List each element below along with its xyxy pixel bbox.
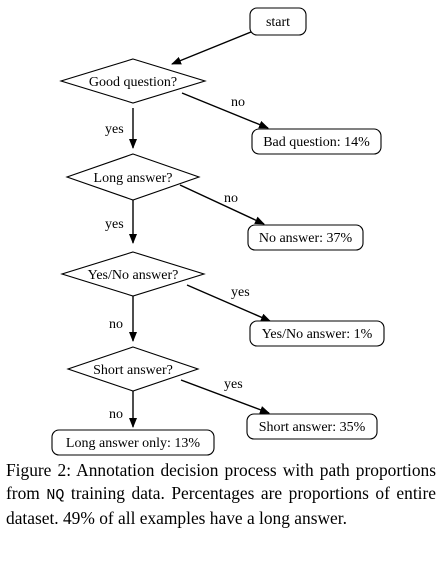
edge-short-answer-yes [180,379,270,414]
edge-long-answer-no [179,184,265,225]
figure-caption: Figure 2: Annotation decision process wi… [6,459,436,530]
outcome-short-answer: Short answer: 35% [246,413,378,440]
decision-yes-no-answer-label: Yes/No answer? [88,268,179,283]
decision-good-question: Good question? [59,58,207,104]
edge-start-to-good-question [171,29,257,65]
decision-yes-no-answer: Yes/No answer? [60,251,206,297]
outcome-long-answer-only: Long answer only: 13% [51,429,215,456]
decision-flowchart: start Good question? Long answer? Yes/No… [51,7,385,456]
caption-prefix: Figure 2: Annotation decision process wi… [6,460,436,503]
edge-yes-no-answer-yes [186,284,271,322]
decision-long-answer-label: Long answer? [94,171,173,186]
decision-short-answer-label: Short answer? [93,363,173,378]
outcome-no-answer: No answer: 37% [247,224,364,251]
edges [129,29,271,428]
edge-label-short-answer-no: no [109,407,123,422]
decision-short-answer: Short answer? [66,346,200,392]
outcome-long-answer-only-label: Long answer only: 13% [66,436,200,451]
edge-label-yes-no-answer-no: no [109,317,123,332]
outcome-bad-question-label: Bad question: 14% [263,135,370,150]
edge-good-question-no [181,92,269,129]
outcome-short-answer-label: Short answer: 35% [259,420,366,435]
start-node: start [249,7,307,36]
edge-label-good-question-yes: yes [105,122,124,137]
edge-label-short-answer-yes: yes [224,377,243,392]
caption-dataset-name: NQ [46,487,65,504]
decision-long-answer: Long answer? [65,153,201,201]
decision-good-question-label: Good question? [89,75,177,90]
caption-suffix: training data. Percentages are proportio… [6,483,437,528]
edge-label-long-answer-yes: yes [105,217,124,232]
edge-label-good-question-no: no [231,95,245,110]
outcome-yes-no-answer-label: Yes/No answer: 1% [262,327,373,342]
outcome-bad-question: Bad question: 14% [251,128,382,155]
edge-label-long-answer-no: no [224,191,238,206]
start-label: start [266,15,290,30]
edge-labels: no yes no yes yes no yes no [105,95,250,422]
outcome-yes-no-answer: Yes/No answer: 1% [249,320,385,347]
outcome-no-answer-label: No answer: 37% [259,231,353,246]
edge-label-yes-no-answer-yes: yes [231,285,250,300]
